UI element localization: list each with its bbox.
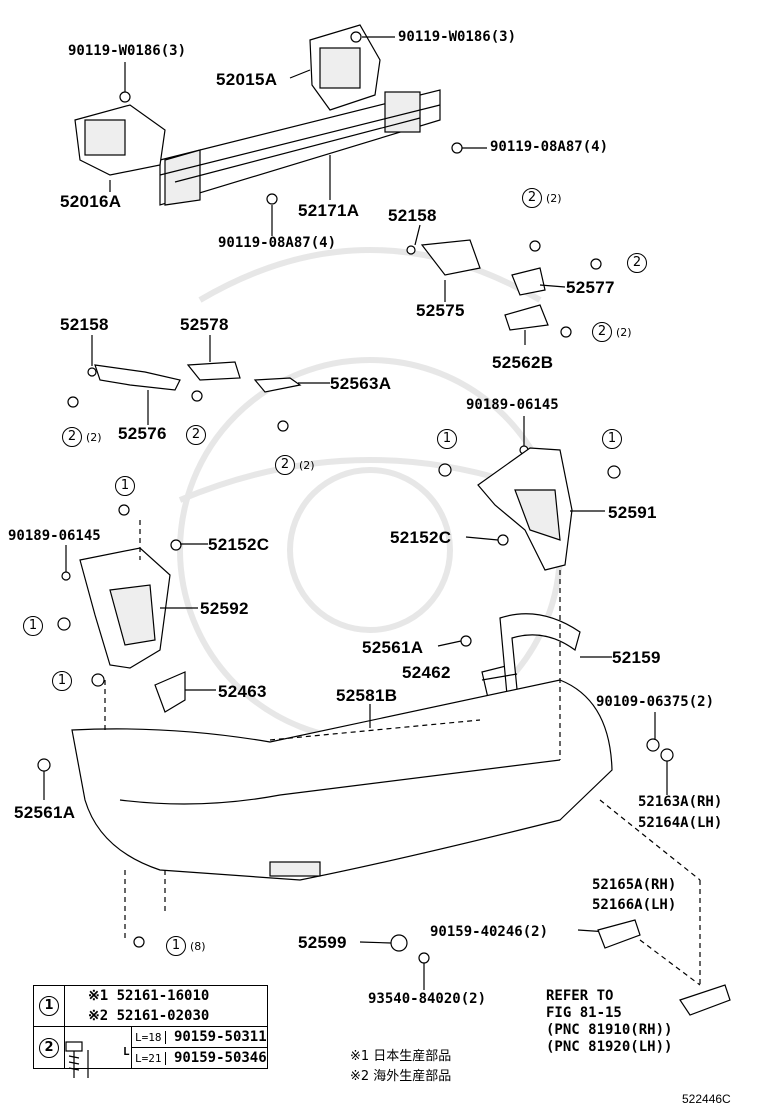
callout-2: 2 — [522, 188, 542, 208]
callout-1: 1 — [115, 476, 135, 496]
count-2: (2) — [616, 326, 632, 339]
part-label-52576: 52576 — [118, 424, 167, 443]
bolts — [37, 31, 674, 964]
leader-lines — [43, 36, 668, 990]
part-label-90119-w0186-top-left: 90119-W0186(3) — [68, 43, 187, 59]
legend-row1-mark-cell: 1 — [33, 985, 65, 1027]
legend-length-mark: L — [123, 1045, 130, 1058]
callout-2: 2 — [275, 455, 295, 475]
part-label-52577: 52577 — [566, 278, 615, 297]
part-label-52591: 52591 — [608, 503, 657, 522]
diagram-id: 522446C — [682, 1092, 731, 1106]
part-label-90109-06375: 90109-06375(2) — [596, 694, 715, 710]
count-8: (8) — [190, 940, 206, 953]
mudguard-52591 — [477, 447, 573, 571]
part-label-52152c-left: 52152C — [208, 535, 270, 554]
part-label-52581b: 52581B — [336, 686, 398, 705]
legend-row1-line1: ※1 52161-16010 — [64, 985, 268, 1006]
callout-2: 2 — [627, 253, 647, 273]
callout-1: 1 — [23, 616, 43, 636]
dashed-lines — [104, 520, 701, 986]
refer-line-2: FIG 81-15 — [546, 1005, 622, 1021]
legend-table: 1 ※1 52161-16010 ※2 52161-02030 2 L L=18… — [33, 985, 268, 1069]
legend-len-21: L=21 — [132, 1052, 166, 1065]
part-label-90189-06145-left: 90189-06145 — [8, 528, 101, 544]
part-label-52575: 52575 — [416, 301, 465, 320]
part-label-52563a: 52563A — [330, 374, 392, 393]
part-label-52016a: 52016A — [60, 192, 122, 211]
bumper-cover — [71, 679, 613, 881]
callout-2: 2 — [62, 427, 82, 447]
legend-row1-line2: ※2 52161-02030 — [64, 1006, 268, 1027]
part-label-90119-08a87-bottom: 90119-08A87(4) — [218, 235, 337, 251]
legend-row2-mark-cell: 2 — [33, 1026, 65, 1069]
part-label-90119-08a87-right: 90119-08A87(4) — [490, 139, 609, 155]
callout-2: 2 — [186, 425, 206, 445]
refer-line-3: (PNC 81910(RH)) — [546, 1022, 673, 1038]
part-label-52578: 52578 — [180, 315, 229, 334]
note-overseas-production: ※2 海外生産部品 — [350, 1069, 452, 1084]
part-label-52561a-mid: 52561A — [362, 638, 424, 657]
callout-1: 1 — [52, 671, 72, 691]
reinforcement-beam — [159, 89, 441, 206]
legend-callout-1: 1 — [39, 996, 59, 1016]
reflectors — [597, 919, 731, 1016]
part-label-52165a: 52165A(RH) — [592, 877, 677, 893]
part-label-52015a: 52015A — [216, 70, 278, 89]
part-label-90159-40246: 90159-40246(2) — [430, 924, 549, 940]
legend-callout-2: 2 — [39, 1037, 59, 1058]
callout-1: 1 — [166, 936, 186, 956]
part-label-52159: 52159 — [612, 648, 661, 667]
part-label-52592: 52592 — [200, 599, 249, 618]
note-japan-production: ※1 日本生産部品 — [350, 1049, 452, 1064]
legend-part-90159-50311: 90159-50311 — [173, 1029, 267, 1045]
part-label-52562b: 52562B — [492, 353, 554, 372]
production-notes: ※1 日本生産部品 ※2 海外生産部品 — [350, 1047, 451, 1087]
part-label-52599: 52599 — [298, 933, 347, 952]
part-label-52462: 52462 — [402, 663, 451, 682]
legend-row1-line2-text: ※2 52161-02030 — [88, 1008, 210, 1024]
bracket-52159 — [499, 613, 581, 730]
part-label-52166a: 52166A(LH) — [592, 897, 677, 913]
callout-2: 2 — [592, 322, 612, 342]
retainer-brackets — [94, 239, 549, 393]
mudguard-52592 — [79, 547, 171, 669]
refer-line-4: (PNC 81920(LH)) — [546, 1039, 673, 1055]
part-label-52158-left: 52158 — [60, 315, 109, 334]
part-label-90119-w0186-top-right: 90119-W0186(3) — [398, 29, 517, 45]
part-label-52152c-right: 52152C — [390, 528, 452, 547]
part-label-52164a: 52164A(LH) — [638, 815, 723, 831]
count-2: (2) — [546, 192, 562, 205]
callout-1: 1 — [437, 429, 457, 449]
legend-len-18: L=18 — [132, 1031, 166, 1044]
part-label-52171a: 52171A — [298, 201, 360, 220]
bracket-52016a — [74, 104, 166, 176]
part-label-90189-06145-right: 90189-06145 — [466, 397, 559, 413]
callout-1: 1 — [602, 429, 622, 449]
count-2: (2) — [299, 459, 315, 472]
legend-row2-line1: L=18 90159-50311 — [131, 1026, 268, 1048]
part-label-52561a-left: 52561A — [14, 803, 76, 822]
legend-screw-cell: L — [64, 1026, 132, 1069]
bracket-52015a — [309, 24, 381, 111]
refer-line-1: REFER TO — [546, 988, 614, 1004]
legend-row1-line1-text: ※1 52161-16010 — [88, 988, 210, 1004]
part-label-52163a: 52163A(RH) — [638, 794, 723, 810]
count-2: (2) — [86, 431, 102, 444]
part-label-52463: 52463 — [218, 682, 267, 701]
part-label-52158-upper: 52158 — [388, 206, 437, 225]
legend-part-90159-50346: 90159-50346 — [173, 1050, 267, 1066]
part-label-93540-84020: 93540-84020(2) — [368, 991, 487, 1007]
legend-row2-line2: L=21 90159-50346 — [131, 1047, 268, 1069]
